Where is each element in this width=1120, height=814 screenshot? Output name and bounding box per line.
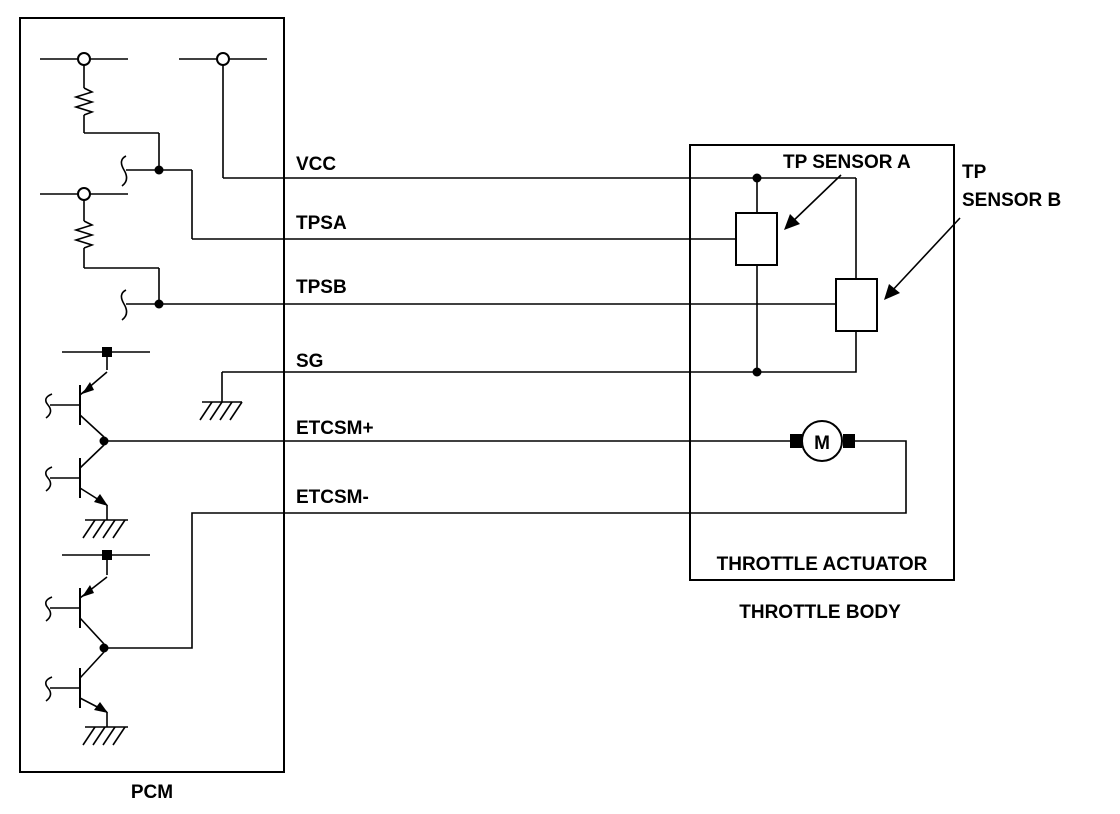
input-symbol-a — [120, 155, 128, 187]
hbridge-lower — [44, 550, 150, 746]
tp-sensor-a-label: TP SENSOR A — [783, 152, 911, 173]
input-symbol-b — [120, 289, 128, 321]
pullup-resistor-a — [40, 52, 160, 170]
tp-sensor-a — [735, 212, 778, 266]
motor-symbol: M — [814, 433, 830, 454]
etcsm-plus-label: ETCSM+ — [296, 418, 374, 439]
tp-sensor-b — [835, 278, 878, 332]
sg-wire — [222, 331, 857, 373]
motor-icon: M — [790, 420, 855, 462]
vcc-supply — [179, 52, 267, 178]
sg-ground — [199, 372, 243, 421]
throttle-actuator-box — [689, 144, 955, 581]
tpsb-label: TPSB — [296, 277, 347, 298]
tp-sensor-b-label-line2: SENSOR B — [962, 190, 1061, 211]
etcsm-minus-label: ETCSM- — [296, 487, 369, 508]
vcc-label: VCC — [296, 154, 336, 175]
tp-sensor-b-label-line1: TP — [962, 162, 987, 183]
pointer-arrow-icon — [884, 217, 961, 300]
sg-label: SG — [296, 351, 323, 372]
etcsm-minus-wire — [104, 440, 907, 649]
pullup-resistor-b — [40, 187, 160, 304]
pcm-box — [19, 17, 285, 773]
throttle-body-label: THROTTLE BODY — [739, 602, 901, 623]
hbridge-upper — [44, 347, 150, 539]
junction-dot — [154, 165, 164, 175]
throttle-actuator-label: THROTTLE ACTUATOR — [717, 554, 928, 575]
pcm-label: PCM — [131, 782, 173, 803]
pointer-arrow-icon — [784, 174, 842, 230]
tpsa-label: TPSA — [296, 213, 347, 234]
